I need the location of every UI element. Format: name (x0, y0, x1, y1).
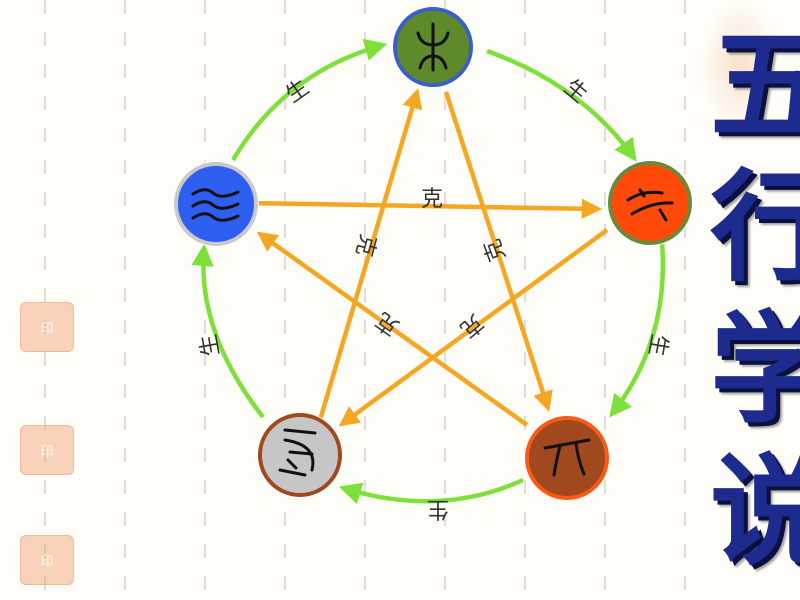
overcome-label: 克 (480, 236, 511, 265)
generating-cycle (191, 38, 666, 505)
seal-stamp-icon: 印 (20, 425, 74, 475)
overcome-arrow-wood-earth (443, 91, 553, 412)
seal-metal-glyph (278, 428, 317, 477)
seal-earth-glyph (543, 438, 591, 477)
overcome-arrow-metal-wood (317, 88, 423, 421)
generate-arrow-fire-earth (609, 223, 666, 418)
element-wood-node (393, 7, 473, 87)
vertical-title: 五 行 学 说 (710, 15, 800, 583)
overcome-label: 克 (421, 187, 443, 212)
overcome-arrow-water-fire (246, 198, 603, 219)
generate-arrow-wood-fire (486, 48, 637, 162)
title-char: 说 (710, 441, 800, 582)
seal-stamp-icon: 印 (20, 302, 74, 352)
title-char: 行 (710, 157, 800, 298)
element-metal-node (257, 412, 343, 498)
seal-fire-glyph (626, 188, 674, 222)
generate-arrow-metal-water (191, 243, 265, 419)
generate-label: 生 (643, 332, 671, 358)
title-char: 五 (710, 15, 800, 156)
element-earth-node (524, 415, 610, 501)
faded-seal-watermark (700, 0, 780, 130)
generate-arrow-water-wood (231, 38, 388, 162)
overcome-arrow-fire-metal (338, 228, 609, 427)
seal-wood-glyph (416, 22, 450, 72)
seal-stamp-icon: 印 (20, 535, 74, 585)
element-fire-node (607, 160, 693, 246)
title-char: 学 (710, 299, 800, 440)
overcome-arrow-earth-water (256, 231, 529, 427)
seal-water-glyph (191, 188, 240, 222)
generate-label: 生 (559, 75, 592, 108)
generate-label: 生 (196, 332, 224, 358)
element-water-node (173, 161, 259, 247)
generate-arrow-earth-metal (338, 477, 524, 505)
overcoming-star (246, 88, 609, 427)
generate-label: 生 (427, 496, 449, 521)
